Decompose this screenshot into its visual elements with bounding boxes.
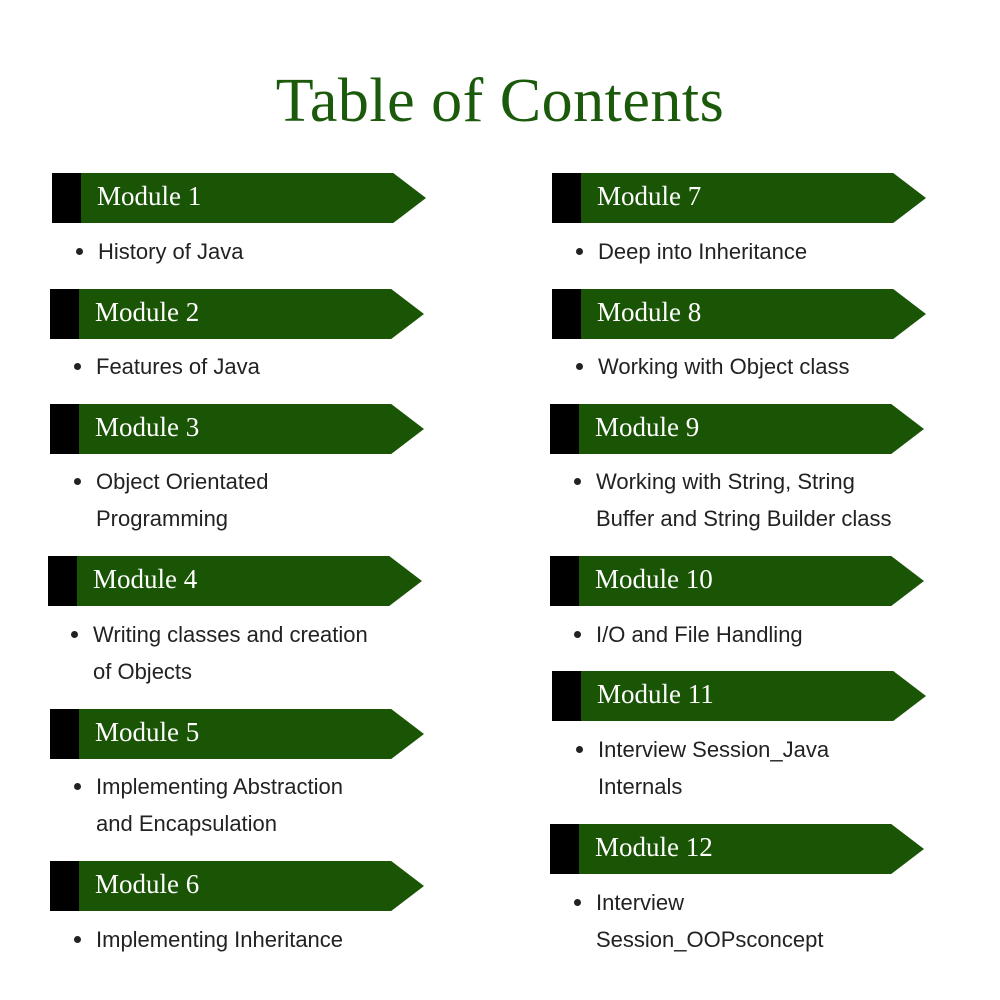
module-7-banner: Module 7 bbox=[552, 173, 926, 223]
topic-line: Features of Java bbox=[96, 354, 260, 379]
banner-arrow bbox=[79, 709, 424, 759]
module-label: Module 8 bbox=[597, 297, 702, 327]
module-label: Module 4 bbox=[93, 564, 198, 594]
module-2-banner: Module 2 bbox=[50, 289, 424, 339]
topic-line: Interview Session_Java bbox=[598, 737, 830, 762]
topic-line: Programming bbox=[96, 506, 229, 531]
module-label: Module 3 bbox=[95, 412, 200, 442]
topic-line: Working with Object class bbox=[598, 354, 850, 379]
banner-arrow bbox=[77, 556, 422, 606]
module-9-banner: Module 9 bbox=[550, 404, 924, 454]
bullet-icon bbox=[576, 363, 583, 370]
banner-tab bbox=[552, 289, 581, 339]
bullet-icon bbox=[576, 746, 583, 753]
module-label: Module 5 bbox=[95, 717, 200, 747]
banner-tab bbox=[50, 861, 79, 911]
module-label: Module 6 bbox=[95, 869, 200, 899]
bullet-icon bbox=[74, 363, 81, 370]
module-6-banner: Module 6 bbox=[50, 861, 424, 911]
banner-tab bbox=[50, 709, 79, 759]
topic-line: Session_OOPsconcept bbox=[596, 927, 824, 952]
banner-arrow bbox=[79, 289, 424, 339]
module-5-topic: Implementing Abstraction and Encapsulatio… bbox=[74, 768, 344, 842]
topic-line: Implementing Abstraction bbox=[96, 774, 344, 799]
banner-arrow bbox=[579, 556, 924, 606]
topic-line: Buffer and String Builder class bbox=[596, 506, 892, 531]
banner-arrow bbox=[581, 671, 926, 721]
bullet-icon bbox=[574, 478, 581, 485]
module-label: Module 10 bbox=[595, 564, 713, 594]
module-6-topic: Implementing Inheritance bbox=[74, 921, 344, 958]
topic-line: Working with String, String bbox=[596, 469, 855, 494]
topic-line: Interview bbox=[596, 890, 685, 915]
topic-line: and Encapsulation bbox=[96, 811, 278, 836]
bullet-icon bbox=[574, 631, 581, 638]
bullet-icon bbox=[74, 936, 81, 943]
module-11-banner: Module 11 bbox=[552, 671, 926, 721]
module-1-topic: History of Java bbox=[76, 233, 244, 270]
module-4-topic: Writing classes and creation of Objects bbox=[71, 616, 368, 690]
module-8-banner: Module 8 bbox=[552, 289, 926, 339]
module-label: Module 7 bbox=[597, 181, 702, 211]
topic-line: Writing classes and creation bbox=[93, 622, 368, 647]
banner-tab bbox=[550, 556, 579, 606]
topic-line: Internals bbox=[598, 774, 683, 799]
module-2-topic: Features of Java bbox=[74, 348, 260, 385]
module-label: Module 11 bbox=[597, 679, 714, 709]
module-5-banner: Module 5 bbox=[50, 709, 424, 759]
module-10-topic: I/O and File Handling bbox=[574, 616, 803, 653]
module-1-banner: Module 1 bbox=[52, 173, 426, 223]
bullet-icon bbox=[574, 899, 581, 906]
banner-tab bbox=[550, 404, 579, 454]
banner-tab bbox=[48, 556, 77, 606]
bullet-icon bbox=[71, 631, 78, 638]
module-7-topic: Deep into Inheritance bbox=[576, 233, 808, 270]
topic-line: of Objects bbox=[93, 659, 193, 684]
banner-tab bbox=[550, 824, 579, 874]
banner-arrow bbox=[579, 824, 924, 874]
module-label: Module 1 bbox=[97, 181, 202, 211]
module-label: Module 12 bbox=[595, 832, 713, 862]
bullet-icon bbox=[74, 478, 81, 485]
topic-line: History of Java bbox=[98, 239, 244, 264]
page-title: Table of Contents bbox=[275, 67, 725, 135]
topic-line: Implementing Inheritance bbox=[96, 927, 344, 952]
banner-arrow bbox=[79, 861, 424, 911]
banner-tab bbox=[50, 404, 79, 454]
banner-tab bbox=[552, 671, 581, 721]
module-12-banner: Module 12 bbox=[550, 824, 924, 874]
banner-arrow bbox=[581, 173, 926, 223]
module-label: Module 2 bbox=[95, 297, 200, 327]
module-4-banner: Module 4 bbox=[48, 556, 422, 606]
bullet-icon bbox=[74, 783, 81, 790]
topic-line: Deep into Inheritance bbox=[598, 239, 808, 264]
banner-tab bbox=[52, 173, 81, 223]
topic-line: Object Orientated bbox=[96, 469, 269, 494]
topic-line: I/O and File Handling bbox=[596, 622, 803, 647]
module-8-topic: Working with Object class bbox=[576, 348, 850, 385]
banner-arrow bbox=[581, 289, 926, 339]
bullet-icon bbox=[76, 248, 83, 255]
module-10-banner: Module 10 bbox=[550, 556, 924, 606]
bullet-icon bbox=[576, 248, 583, 255]
banner-arrow bbox=[579, 404, 924, 454]
module-3-banner: Module 3 bbox=[50, 404, 424, 454]
module-label: Module 9 bbox=[595, 412, 700, 442]
banner-tab bbox=[50, 289, 79, 339]
banner-arrow bbox=[79, 404, 424, 454]
banner-arrow bbox=[81, 173, 426, 223]
banner-tab bbox=[552, 173, 581, 223]
